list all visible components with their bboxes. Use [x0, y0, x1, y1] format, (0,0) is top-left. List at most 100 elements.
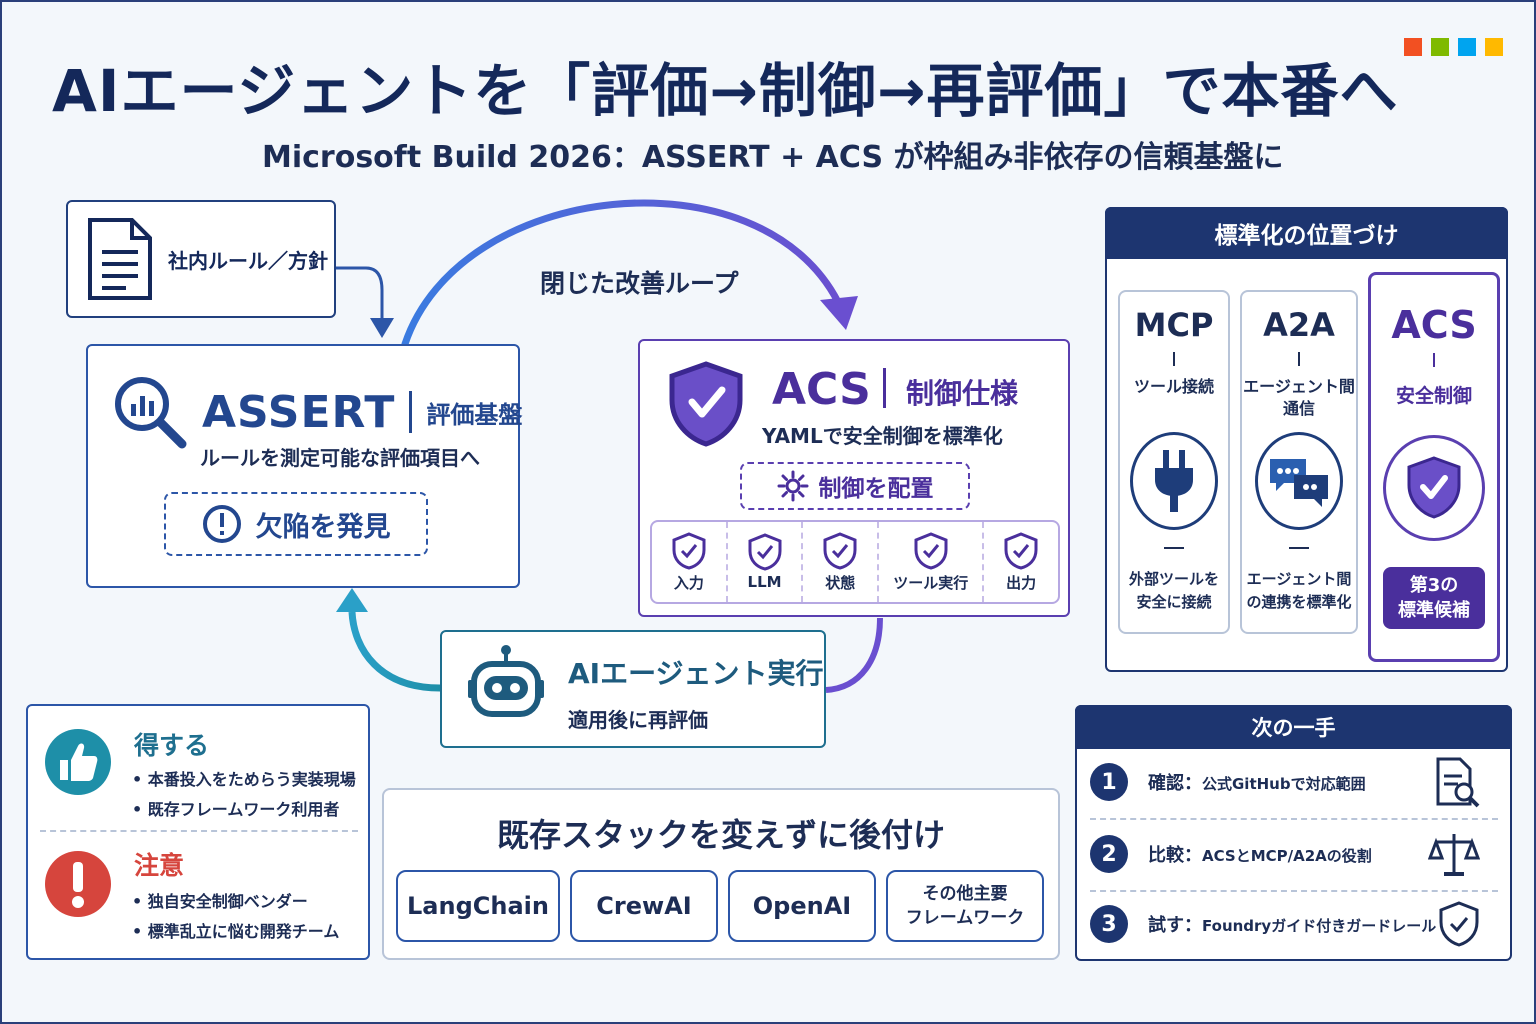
checkpoint-tool-exec: ツール実行 — [879, 522, 985, 602]
scale-icon — [1428, 834, 1480, 876]
framework-openai: OpenAI — [728, 870, 876, 942]
checkpoint-label: 入力 — [673, 573, 704, 592]
logo-square-blue — [1458, 38, 1476, 56]
loop-label: 閉じた改善ループ — [540, 269, 739, 298]
thumbs-up-icon — [45, 729, 111, 795]
standard-desc: エージェント間の連携を標準化 — [1246, 570, 1352, 611]
robot-icon — [468, 645, 544, 717]
agent-name: AIエージェント実行 — [568, 657, 824, 690]
standard-name: ACS — [1391, 303, 1477, 347]
assert-sub: 評価基盤 — [426, 400, 523, 429]
gain-title: 得する — [134, 731, 210, 760]
checkpoint-llm: LLM — [728, 522, 804, 602]
next-step-2: 2 比較：ACSとMCP/A2Aの役割 — [1090, 824, 1502, 884]
step-divider — [1090, 890, 1498, 892]
microsoft-logo — [1404, 38, 1503, 56]
checkpoint-row: 入力 LLM 状態 ツール実行 出力 — [650, 520, 1060, 604]
checkpoint-input: 入力 — [652, 522, 728, 602]
standard-name: A2A — [1263, 306, 1335, 344]
assert-title: ASSERT 評価基盤 — [112, 374, 522, 450]
step-number: 2 — [1090, 835, 1128, 873]
page-subtitle: Microsoft Build 2026：ASSERT + ACS が枠組み非依… — [262, 140, 1284, 175]
right-loop-arrow — [825, 617, 883, 693]
next-steps-title: 次の一手 — [1075, 705, 1512, 749]
checkpoint-output: 出力 — [984, 522, 1058, 602]
standard-tick — [1298, 352, 1300, 366]
step-text: 比較：ACSとMCP/A2Aの役割 — [1148, 845, 1372, 866]
step-divider — [1090, 818, 1498, 820]
warning-icon — [45, 851, 111, 917]
acs-divider — [883, 368, 886, 408]
framework-crewai: CrewAI — [570, 870, 718, 942]
checkpoint-label: LLM — [747, 573, 782, 591]
caution-item: • 標準乱立に悩む開発チーム — [132, 922, 340, 941]
checkpoint-label: 出力 — [1006, 573, 1037, 592]
standard-name: MCP — [1134, 306, 1214, 344]
logo-square-yellow — [1485, 38, 1503, 56]
standards-title: 標準化の位置づけ — [1105, 207, 1508, 259]
assert-divider — [409, 391, 413, 433]
checkpoint-label: 状態 — [825, 573, 856, 592]
gain-caution-divider — [40, 830, 358, 832]
standard-role: エージェント間通信 — [1243, 377, 1355, 418]
stack-title: 既存スタックを変えずに後付け — [496, 816, 945, 854]
standard-tick — [1433, 353, 1435, 367]
shield-check-icon — [823, 531, 857, 570]
policy-label: 社内ルール／方針 — [168, 248, 328, 273]
standard-role: 安全制御 — [1395, 385, 1472, 407]
caution-item: • 独自安全制御ベンダー — [132, 892, 308, 911]
shield-check-icon — [1004, 531, 1038, 570]
checkpoint-label: ツール実行 — [893, 573, 969, 592]
chat-icon — [1255, 432, 1343, 530]
policy-box: 社内ルール／方針 — [66, 200, 336, 318]
step-number: 1 — [1090, 763, 1128, 801]
standard-card-acs: ACS 安全制御 第3の標準候補 — [1368, 272, 1500, 662]
next-step-1: 1 確認：公式GitHubで対応範囲 — [1090, 752, 1502, 812]
caution-title: 注意 — [134, 851, 185, 880]
document-icon — [88, 218, 152, 300]
page-title: AIエージェントを「評価→制御→再評価」で本番へ — [52, 57, 1399, 125]
acs-name: ACS — [772, 364, 871, 415]
assert-name: ASSERT — [202, 386, 396, 438]
standard-desc: 外部ツールを安全に接続 — [1128, 570, 1219, 611]
bottom-loop-arrow — [348, 611, 441, 692]
shield-check-icon — [1383, 435, 1485, 541]
shield-icon — [1439, 901, 1479, 947]
step-text: 試す：Foundryガイド付きガードレール — [1148, 915, 1437, 936]
standard-candidate-badge: 第3の標準候補 — [1383, 567, 1485, 629]
shield-check-icon — [914, 531, 948, 570]
logo-square-green — [1431, 38, 1449, 56]
framework-other: その他主要フレームワーク — [886, 870, 1044, 942]
standard-role: ツール接続 — [1133, 377, 1214, 396]
alert-icon — [202, 505, 241, 543]
place-label: 制御を配置 — [818, 476, 934, 502]
gain-item: • 本番投入をためらう実装現場 — [132, 770, 356, 789]
place-controls-badge: 制御を配置 — [740, 462, 970, 510]
policy-arrow — [336, 266, 384, 322]
agent-desc: 適用後に再評価 — [568, 708, 708, 732]
top-loop-arrow — [401, 199, 842, 348]
standard-dash — [1164, 547, 1184, 549]
standard-card-mcp: MCP ツール接続 外部ツールを安全に接続 — [1118, 290, 1230, 634]
step-text: 確認：公式GitHubで対応範囲 — [1148, 773, 1366, 794]
defect-label: 欠陥を発見 — [255, 511, 391, 543]
step-number: 3 — [1090, 905, 1128, 943]
standard-tick — [1173, 352, 1175, 366]
logo-square-red — [1404, 38, 1422, 56]
document-search-icon — [1436, 757, 1480, 808]
gear-icon — [777, 470, 808, 502]
framework-langchain: LangChain — [396, 870, 560, 942]
shield-check-icon — [748, 533, 782, 571]
next-step-3: 3 試す：Foundryガイド付きガードレール — [1090, 894, 1502, 954]
checkpoint-state: 状態 — [803, 522, 880, 602]
gain-item: • 既存フレームワーク利用者 — [132, 800, 340, 819]
standard-dash — [1289, 547, 1309, 549]
standard-card-a2a: A2A エージェント間通信 エージェント間の連携を標準化 — [1240, 290, 1358, 634]
magnifier-chart-icon — [115, 377, 187, 449]
defect-badge: 欠陥を発見 — [164, 492, 428, 556]
assert-desc: ルールを測定可能な評価項目へ — [200, 446, 480, 470]
shield-check-icon — [672, 531, 706, 570]
shield-check-icon — [669, 361, 743, 447]
acs-desc: YAMLで安全制御を標準化 — [762, 424, 1003, 448]
